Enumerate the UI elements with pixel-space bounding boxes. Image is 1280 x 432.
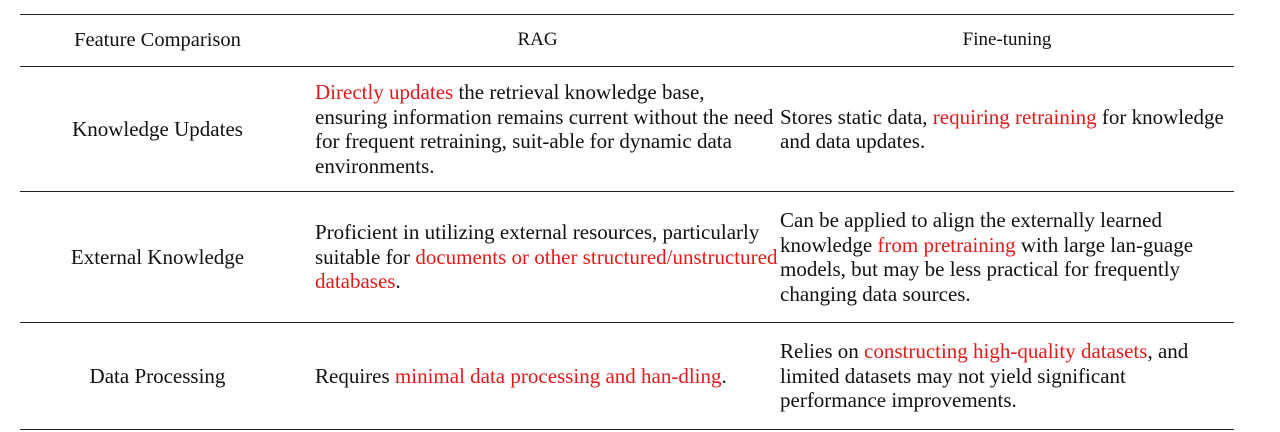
fine-tuning-text: Stores static data, requiring retraining… [780, 105, 1224, 154]
feature-cell: Knowledge Updates [72, 116, 243, 141]
feature-cell: Data Processing [89, 363, 226, 388]
plain-text: . [721, 363, 727, 388]
fine-tuning-text: Relies on constructing high-quality data… [780, 339, 1188, 412]
plain-text: , and limited datasets may not yield sig… [780, 339, 1189, 413]
highlighted-text: from pretraining [877, 232, 1016, 257]
highlighted-text: Directly updates [315, 80, 454, 104]
table-row-external-knowledge: External Knowledge Proficient in utilizi… [20, 191, 1234, 322]
plain-text: the retrieval knowledge base, ensuring i… [315, 80, 774, 178]
highlighted-text: constructing high-quality datasets [864, 339, 1148, 364]
fine-tuning-cell: Can be applied to align the externally l… [780, 208, 1234, 306]
highlighted-text: minimal data processing and han-dling [394, 363, 722, 388]
plain-text: with large lan-guage models, but may be … [780, 232, 1194, 306]
plain-text: Can be applied to align the externally l… [780, 208, 1162, 257]
header-rag: RAG [517, 29, 558, 51]
fine-tuning-cell: Stores static data, requiring retraining… [780, 105, 1234, 154]
rag-cell: Requires minimal data processing and han… [295, 364, 780, 389]
fine-tuning-cell: Relies on constructing high-quality data… [780, 339, 1234, 413]
rag-cell: Directly updates the retrieval knowledge… [295, 80, 780, 178]
rag-text: Requires minimal data processing and han… [315, 364, 727, 388]
table-row-knowledge-updates: Knowledge Updates Directly updates the r… [20, 66, 1234, 191]
table-row-data-processing: Data Processing Requires minimal data pr… [20, 322, 1234, 429]
plain-text: Requires [315, 363, 395, 388]
header-fine-tuning: Fine-tuning [962, 29, 1052, 51]
rag-cell: Proficient in utilizing external resourc… [295, 220, 780, 294]
header-feature-comparison: Feature Comparison [74, 29, 241, 51]
fine-tuning-text: Can be applied to align the externally l… [780, 208, 1193, 306]
plain-text: for knowledge and data updates. [780, 104, 1224, 154]
rag-text: Proficient in utilizing external resourc… [315, 220, 777, 293]
plain-text: Proficient in utilizing external resourc… [315, 220, 760, 269]
plain-text: Stores static data, [780, 104, 933, 129]
rag-text: Directly updates the retrieval knowledge… [315, 80, 773, 178]
plain-text: Relies on [780, 339, 864, 364]
table-header-row: Feature Comparison RAG Fine-tuning [20, 15, 1234, 66]
feature-cell: External Knowledge [70, 244, 245, 269]
highlighted-text: requiring retraining [932, 104, 1097, 129]
highlighted-text: documents or other structured/unstructur… [315, 244, 778, 294]
comparison-table: Feature Comparison RAG Fine-tuning Knowl… [20, 14, 1234, 430]
plain-text: . [395, 269, 401, 294]
